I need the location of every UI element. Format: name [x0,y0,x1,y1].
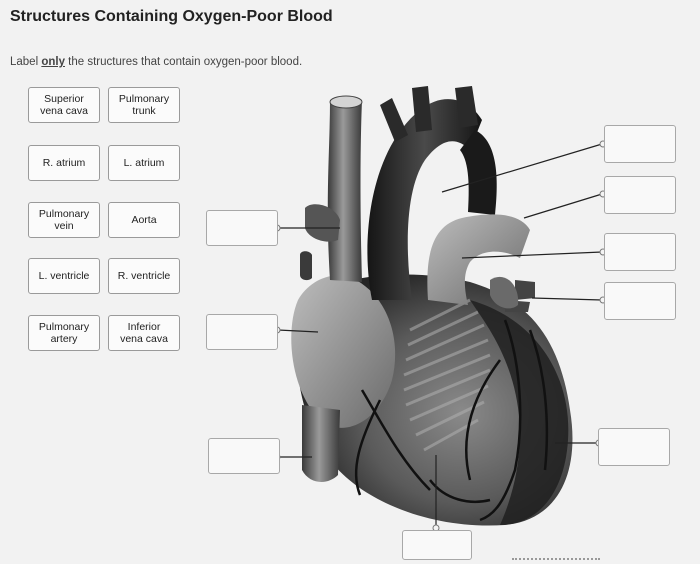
drop-target-5[interactable] [604,125,676,163]
coronary-vessels [354,319,549,522]
drop-target-2[interactable] [206,314,278,350]
instructions: Label only the structures that contain o… [10,56,303,68]
label-left-atrium[interactable]: L. atrium [108,145,180,181]
drop-target-9[interactable] [598,428,670,466]
dotted-divider [512,558,600,560]
label-pulmonary-artery[interactable]: Pulmonary artery [28,315,100,351]
label-pulmonary-vein[interactable]: Pulmonary vein [28,202,100,238]
right-atrium-shape [291,275,396,428]
label-aorta[interactable]: Aorta [108,202,180,238]
superior-vena-cava-shape [327,100,362,282]
pulmonary-trunk-shape [427,214,530,305]
drop-target-8[interactable] [604,282,676,320]
drop-target-7[interactable] [604,233,676,271]
label-inferior-vena-cava[interactable]: Inferior vena cava [108,315,180,351]
drop-target-3[interactable] [208,438,280,474]
ventricle-striations [403,298,491,452]
instructions-emphasis: only [41,56,65,68]
label-right-atrium[interactable]: R. atrium [28,145,100,181]
label-superior-vena-cava[interactable]: Superior vena cava [28,87,100,123]
drop-target-1[interactable] [206,210,278,246]
drop-target-6[interactable] [604,176,676,214]
label-left-ventricle[interactable]: L. ventricle [28,258,100,294]
aorta-shape [367,99,482,300]
drop-target-4[interactable] [402,530,472,560]
label-pulmonary-trunk[interactable]: Pulmonary trunk [108,87,180,123]
page-title: Structures Containing Oxygen-Poor Blood [10,8,333,25]
leader-lines [277,143,603,527]
label-right-ventricle[interactable]: R. ventricle [108,258,180,294]
inferior-vena-cava-shape [302,405,340,482]
